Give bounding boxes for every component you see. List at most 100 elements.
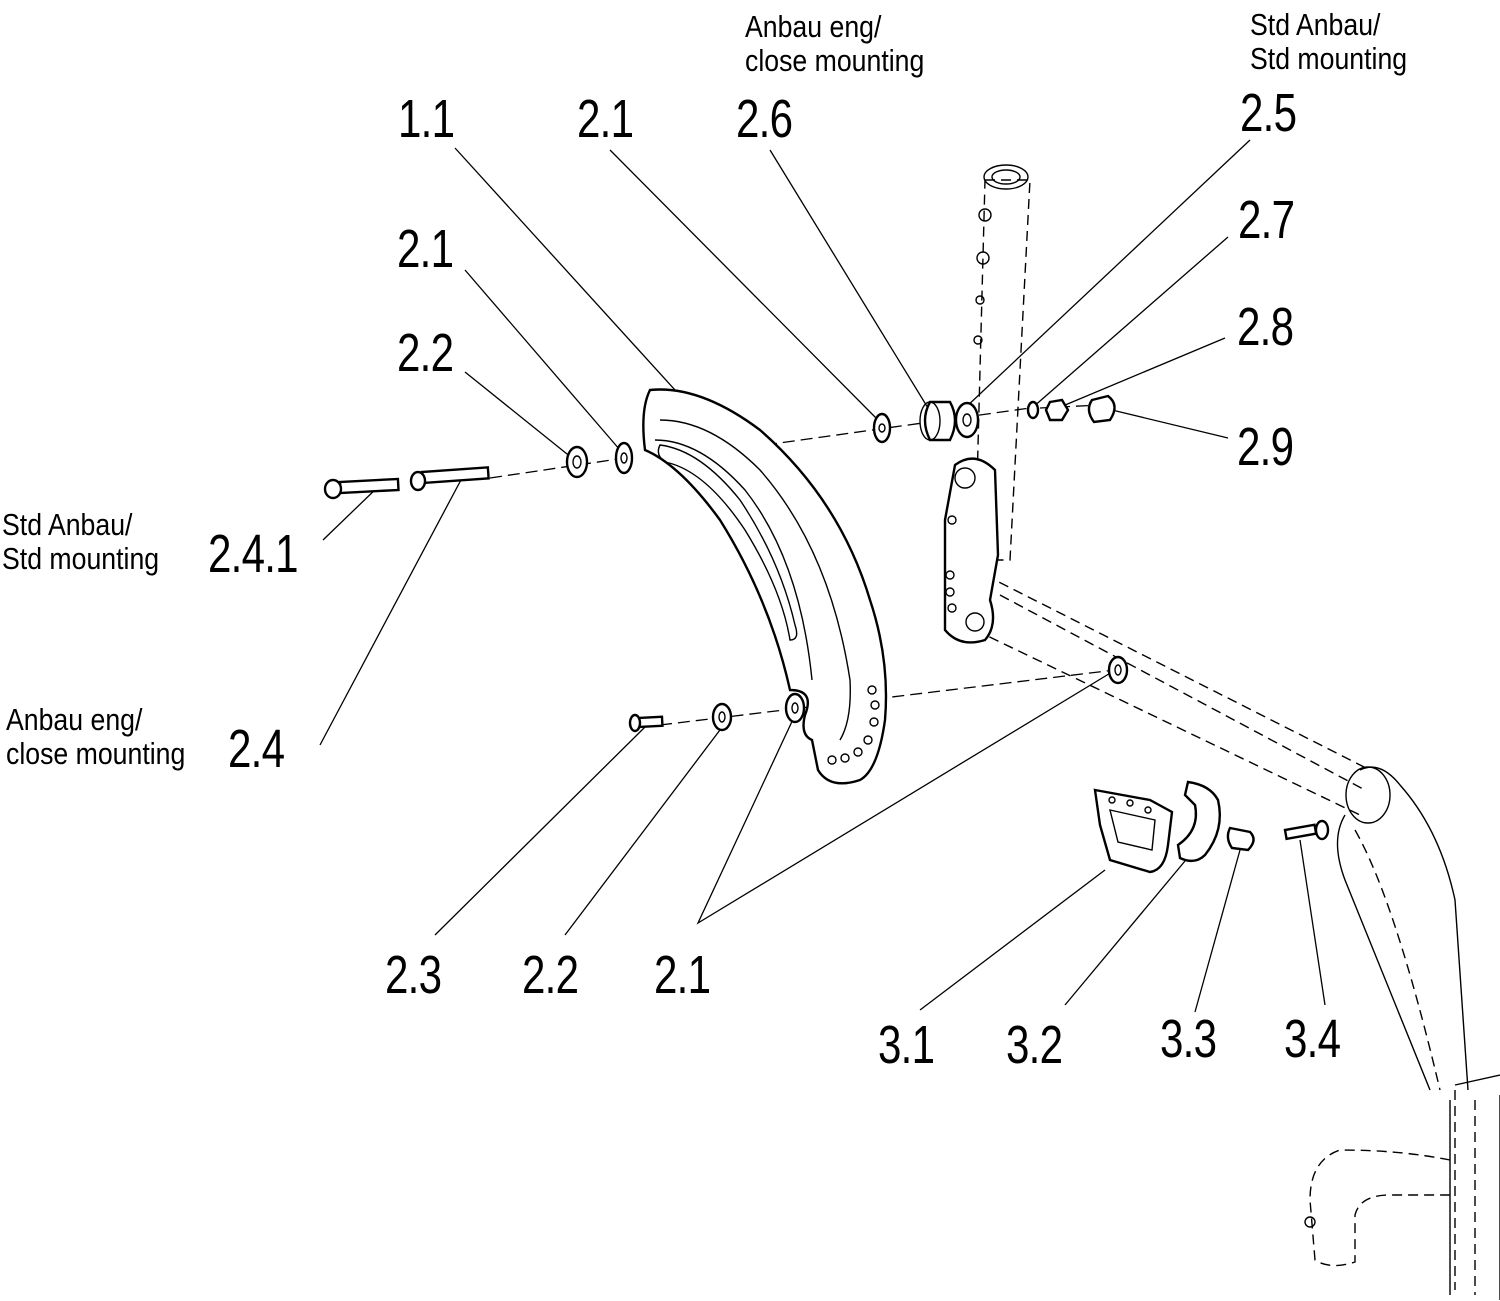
frame-tube-upper	[984, 574, 1371, 771]
leader-2-7	[1031, 236, 1229, 409]
frame-post-top	[983, 164, 1029, 190]
leader-2-5	[964, 139, 1251, 409]
washer-2-2-bot-hole	[718, 711, 726, 723]
label-2-4: 2.4	[228, 719, 285, 779]
mounting-bracket	[943, 208, 1000, 644]
post-hole-2	[976, 251, 990, 265]
bracket-pivot	[954, 467, 976, 489]
bolt-2-3-shaft	[636, 715, 664, 729]
cap-nut-2-9	[1087, 394, 1116, 424]
axis-upper-right	[764, 407, 1031, 446]
frame-post-top-inner	[991, 169, 1021, 185]
washer-2-1-frame	[1107, 655, 1129, 685]
side-guard-hole-5	[853, 747, 863, 757]
label-2-5: 2.5	[1240, 83, 1297, 143]
label-3-1: 3.1	[878, 1015, 935, 1075]
bracket-hole-1	[947, 515, 957, 525]
side-guard-slot	[657, 444, 798, 641]
leader-2-3	[434, 726, 646, 936]
washer-2-2-mid	[565, 445, 589, 479]
bolt-2-4-shaft	[420, 466, 490, 485]
bolt-2-4-head	[409, 470, 427, 492]
leader-3-1	[919, 869, 1106, 1011]
note-std-top-line2: Std mounting	[1250, 41, 1408, 77]
clamp-3-1-hole-1	[1108, 796, 1116, 804]
side-guard-slot-inner	[654, 439, 813, 681]
bracket-hole-3	[945, 587, 955, 597]
leader-3-4	[1299, 839, 1326, 1006]
label-2-2-bot: 2.2	[522, 945, 579, 1005]
side-guard-slot-outer	[659, 419, 851, 741]
washer-2-2-mid-hole	[572, 455, 582, 469]
side-guard-hole-3	[869, 717, 879, 727]
label-2-4-1: 2.4.1	[208, 524, 299, 584]
leader-2-1-bot	[696, 671, 1113, 925]
side-guard	[642, 388, 888, 785]
bracket-plate	[943, 457, 1000, 644]
leader-2-9	[1111, 409, 1229, 439]
post-hole-3	[975, 295, 985, 305]
washer-2-1-top-hole	[878, 423, 886, 433]
clamp-3-1-hole-3	[1144, 806, 1152, 814]
frame-outline	[974, 164, 1500, 1300]
frame-lower-post-dash	[1454, 1090, 1476, 1295]
note-std-left-line1: Std Anbau/	[2, 507, 133, 542]
axis-upper-left	[489, 457, 626, 479]
label-3-4: 3.4	[1284, 1009, 1341, 1069]
note-close-mounting-top: Anbau eng/ close mounting	[745, 9, 925, 79]
bolt-2-4-1-head	[323, 478, 343, 500]
label-2-7: 2.7	[1238, 190, 1295, 250]
label-1-1: 1.1	[398, 89, 455, 149]
leader-2-8	[1057, 337, 1226, 409]
frame-bend-dash	[1354, 829, 1441, 1091]
leader-2-1-top	[609, 149, 879, 421]
clamp-parts	[1093, 780, 1330, 874]
hardware-parts	[323, 394, 1129, 733]
note-std-mounting-top: Std Anbau/ Std mounting	[1250, 7, 1408, 77]
label-2-9: 2.9	[1237, 417, 1294, 477]
bolt-3-4-head	[1314, 819, 1330, 841]
spacer-2-6-face	[919, 401, 941, 441]
clamp-3-2	[1176, 780, 1222, 863]
label-2-1-bot: 2.1	[654, 945, 711, 1005]
washer-2-1-mid-hole	[620, 452, 628, 464]
frame-bend	[1336, 766, 1469, 1091]
label-2-6: 2.6	[736, 89, 793, 149]
frame-footrest-hole	[1304, 1216, 1316, 1228]
washer-2-1-top	[872, 412, 892, 444]
label-3-3: 3.3	[1160, 1009, 1217, 1069]
side-guard-hole-1	[867, 685, 877, 695]
label-2-3: 2.3	[385, 945, 442, 1005]
label-3-2: 3.2	[1006, 1015, 1063, 1075]
leader-2-1-mid	[464, 269, 621, 451]
sleeve-3-3	[1226, 826, 1255, 852]
axis-lower	[659, 669, 1116, 726]
washer-2-1-frame-hole	[1114, 664, 1122, 676]
note-close-mounting-left: Anbau eng/ close mounting	[6, 702, 186, 772]
label-2-1-top: 2.1	[577, 89, 634, 149]
frame-bend-ring	[1345, 766, 1391, 824]
leader-2-6	[769, 149, 929, 409]
leader-3-3	[1194, 849, 1241, 1013]
side-guard-hole-4	[863, 735, 873, 745]
note-std-left-line2: Std mounting	[2, 541, 160, 577]
nut-2-8	[1044, 398, 1070, 422]
note-close-left-line2: close mounting	[6, 736, 186, 772]
note-close-top-line1: Anbau eng/	[745, 9, 882, 44]
frame-lower-post	[1449, 1074, 1500, 1300]
label-2-8: 2.8	[1237, 297, 1294, 357]
bolt-3-4-shaft	[1283, 823, 1318, 841]
washer-2-1-bot	[784, 692, 806, 724]
leader-2-4	[319, 477, 463, 746]
note-close-top-line2: close mounting	[745, 43, 925, 79]
bolt-2-4-1-shaft	[338, 477, 400, 495]
frame-tube-lower	[974, 629, 1361, 816]
washer-2-1-bot-hole	[791, 702, 799, 714]
bracket-hole-2	[945, 570, 955, 580]
spacer-2-5-hole	[962, 413, 972, 427]
clamp-3-1-inner	[1109, 809, 1156, 851]
clamp-3-1-hole-2	[1126, 799, 1134, 807]
washer-2-7	[1026, 400, 1040, 420]
leader-2-4-1	[322, 484, 381, 541]
